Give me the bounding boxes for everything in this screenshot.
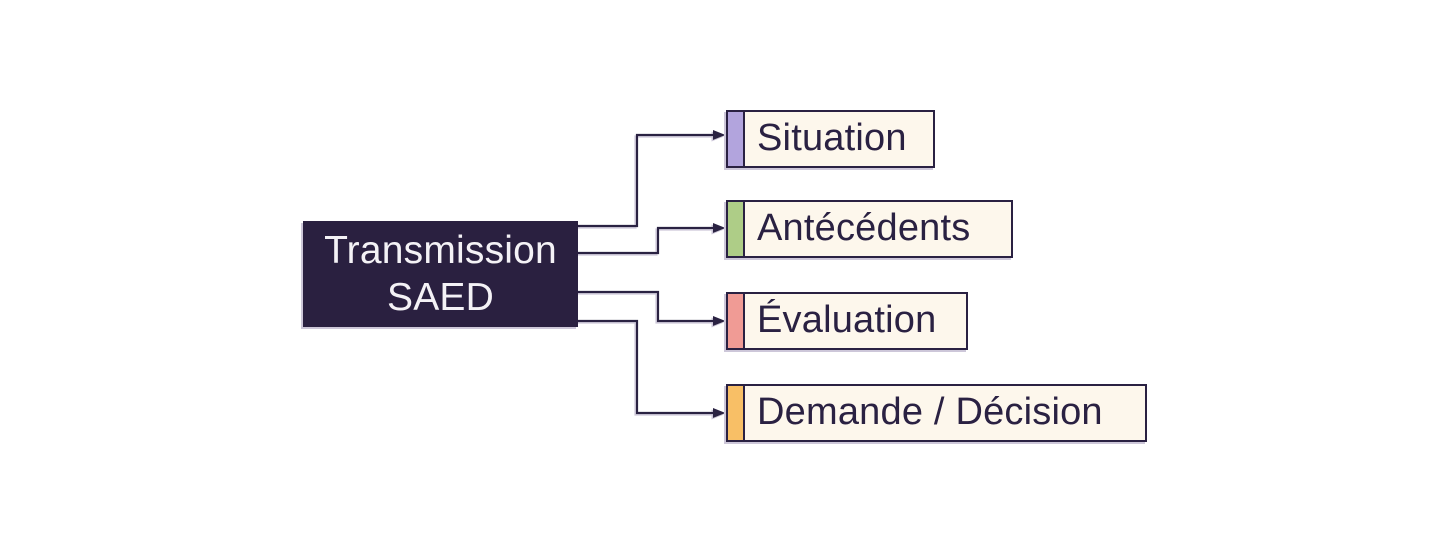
- node-situation: Situation: [726, 110, 935, 168]
- root-node-label: Transmission SAED: [324, 229, 557, 319]
- evaluation-label: Évaluation: [757, 298, 937, 341]
- connector-to-antecedents: [578, 223, 726, 255]
- node-evaluation: Évaluation: [726, 292, 968, 350]
- connector-to-situation: [578, 130, 726, 228]
- situation-label: Situation: [757, 116, 907, 159]
- node-demande-decision: Demande / Décision: [726, 384, 1147, 442]
- antecedents-label: Antécédents: [757, 206, 971, 249]
- antecedents-accent-strip: [728, 202, 745, 256]
- demande-decision-accent-strip: [728, 386, 745, 440]
- connector-to-demande-decision: [578, 319, 726, 418]
- connector-to-evaluation: [578, 290, 726, 326]
- situation-accent-strip: [728, 112, 745, 166]
- demande-decision-label: Demande / Décision: [757, 390, 1103, 433]
- transmission-saed-node: Transmission SAED: [303, 221, 578, 327]
- node-antecedents: Antécédents: [726, 200, 1013, 258]
- evaluation-accent-strip: [728, 294, 745, 348]
